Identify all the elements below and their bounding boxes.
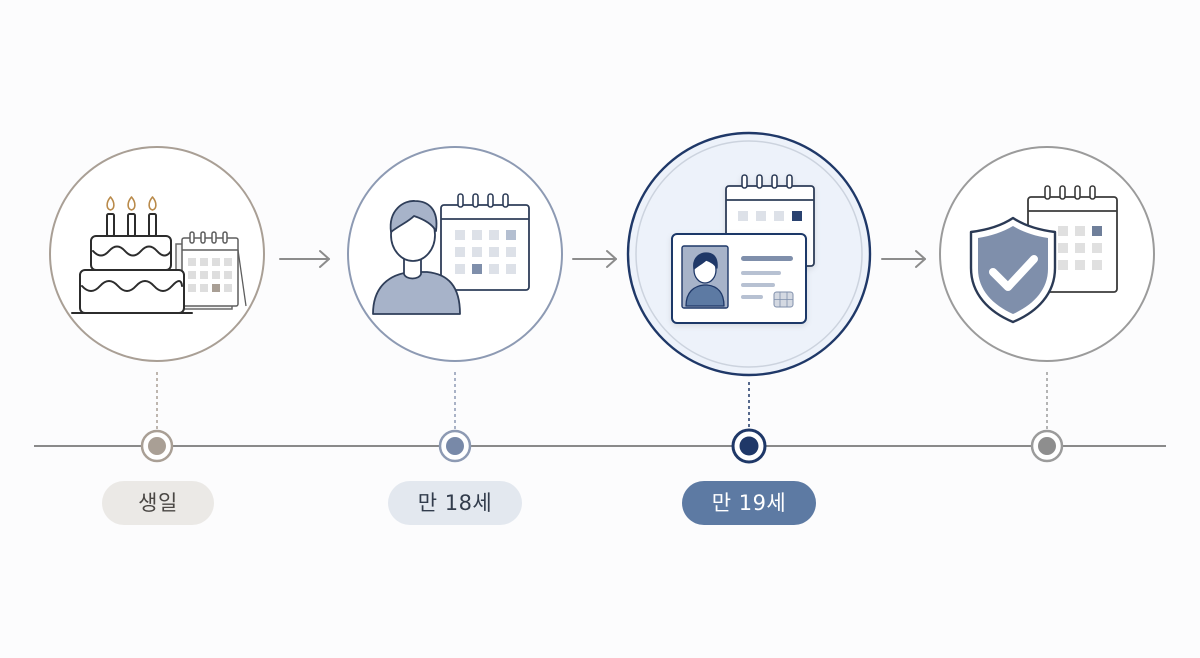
arrow-3	[881, 250, 926, 268]
calendar-icon	[440, 193, 530, 291]
arrow-1	[279, 250, 330, 268]
chip-icon	[773, 291, 794, 308]
node-age19	[731, 428, 767, 464]
step-label-birthday: 생일	[102, 481, 214, 525]
step-verified	[939, 146, 1155, 362]
calendar-icon	[175, 231, 247, 310]
id-card-icon	[671, 233, 807, 324]
person-icon	[372, 200, 461, 315]
step-age18	[347, 146, 563, 362]
step-label-age19: 만 19세	[682, 481, 816, 525]
node-age18	[438, 429, 472, 463]
step-birthday	[49, 146, 265, 362]
shield-check-icon	[969, 216, 1057, 324]
id-photo-person-icon	[685, 252, 725, 307]
step-age19	[626, 131, 872, 377]
node-verified	[1030, 429, 1064, 463]
step-label-age18: 만 18세	[388, 481, 522, 525]
node-birthday	[140, 429, 174, 463]
arrow-2	[572, 250, 617, 268]
birthday-cake-icon	[71, 196, 193, 314]
